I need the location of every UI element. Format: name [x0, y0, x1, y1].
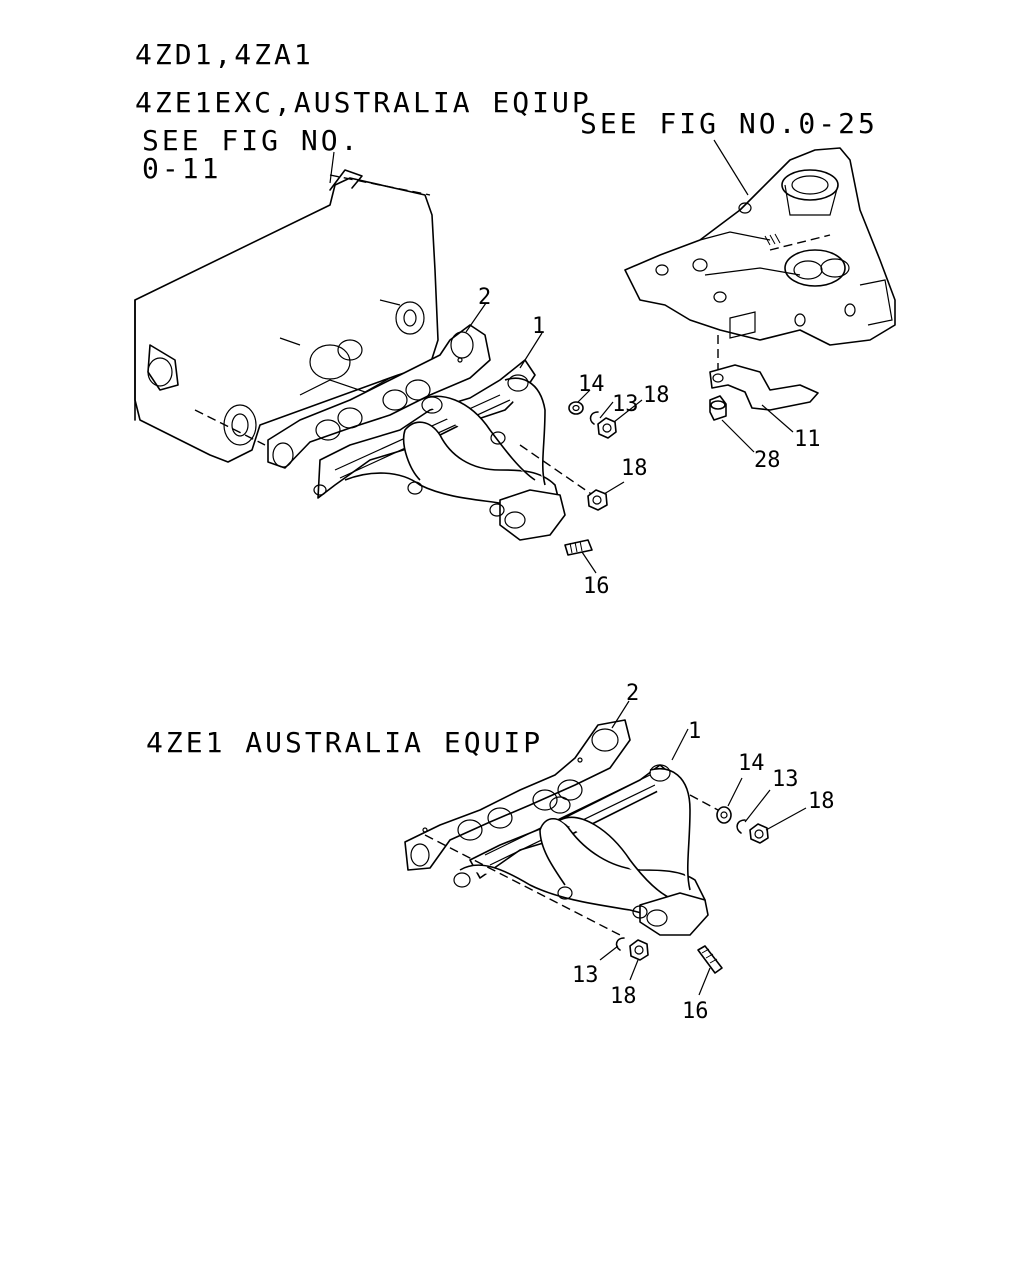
bolt-28	[709, 395, 727, 421]
top-variant-label: 4ZE1EXC,AUSTRALIA EQIUP	[135, 86, 592, 119]
stud-16-top	[564, 539, 593, 556]
callout-bottom-clip-upper: 13	[772, 767, 799, 792]
nut-18-bottom-lower	[629, 939, 649, 961]
callout-bottom-clip-lower: 13	[572, 963, 599, 988]
callout-bottom-nut-lower: 18	[610, 984, 637, 1009]
clip-13-top	[589, 411, 599, 425]
callout-bottom-washer: 14	[738, 751, 765, 776]
callout-top-nut-upper: 18	[643, 383, 670, 408]
bottom-variant-label: 4ZE1 AUSTRALIA EQUIP	[146, 726, 543, 759]
leader-lines	[329, 139, 807, 996]
clip-13-bottom-upper	[736, 819, 746, 834]
callout-top-nut-lower: 18	[621, 456, 648, 481]
callout-heat-shield: 11	[794, 427, 821, 452]
gasket-bottom	[404, 719, 631, 871]
see-fig-0-11-line2: 0-11	[142, 152, 221, 185]
see-fig-0-25-label: SEE FIG NO.0-25	[580, 107, 878, 140]
callout-bottom-stud: 16	[682, 999, 709, 1024]
heat-shield-11	[709, 364, 819, 411]
washer-14-bottom	[716, 806, 732, 824]
intake-manifold	[624, 147, 896, 378]
washer-14-top	[568, 401, 584, 415]
callout-top-manifold: 1	[532, 314, 545, 339]
callout-top-washer: 14	[578, 372, 605, 397]
nut-18-top-upper	[597, 417, 617, 439]
nut-18-top-lower	[587, 489, 608, 511]
engine-models-label: 4ZD1,4ZA1	[135, 38, 314, 71]
callout-bolt: 28	[754, 448, 781, 473]
cylinder-head	[134, 169, 439, 463]
callout-bottom-manifold: 1	[688, 719, 701, 744]
exhaust-manifold-bottom	[424, 764, 719, 936]
callout-bottom-nut-upper: 18	[808, 789, 835, 814]
stud-16-bottom	[697, 945, 723, 974]
clip-13-bottom-lower	[615, 937, 625, 951]
callout-bottom-gasket: 2	[626, 681, 639, 706]
exhaust-manifold-top	[313, 359, 601, 541]
callout-top-clip: 13	[612, 392, 639, 417]
see-fig-0-11-line1: SEE FIG NO.	[142, 124, 360, 157]
callout-top-stud: 16	[583, 574, 610, 599]
callout-top-gasket: 2	[478, 285, 491, 310]
nut-18-bottom-upper	[749, 823, 769, 844]
gasket-top	[267, 324, 491, 469]
